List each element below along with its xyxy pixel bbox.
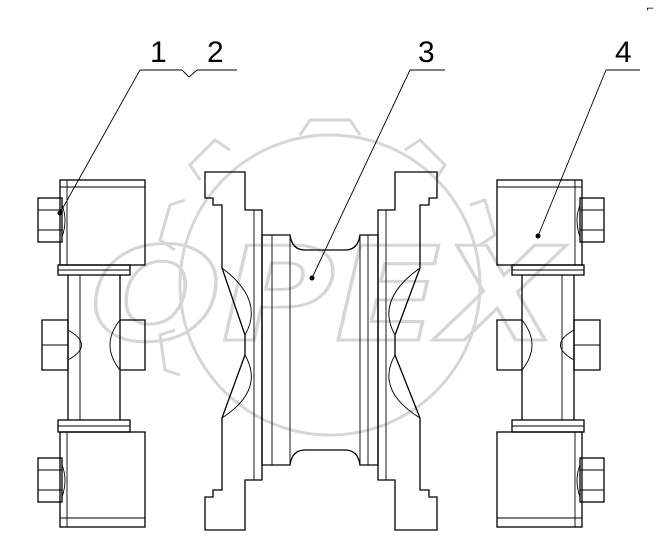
watermark-text: OPEX	[90, 219, 567, 371]
callout-3: 3	[418, 36, 435, 69]
leader-lines	[57, 69, 640, 281]
left-bottom-nut	[37, 457, 66, 503]
left-top-nut	[37, 197, 66, 243]
center-coupling	[204, 171, 438, 531]
right-top-nut	[576, 197, 605, 243]
callout-4: 4	[615, 36, 632, 69]
watermark: OPEX	[89, 118, 568, 437]
callout-2: 2	[207, 36, 224, 69]
left-clamp-assembly	[37, 179, 146, 528]
callout-1: 1	[150, 36, 167, 69]
watermark-gear	[158, 118, 497, 437]
right-clamp-assembly	[496, 179, 605, 528]
corner-mark: ⌐	[646, 4, 654, 15]
right-bottom-nut	[576, 457, 605, 503]
